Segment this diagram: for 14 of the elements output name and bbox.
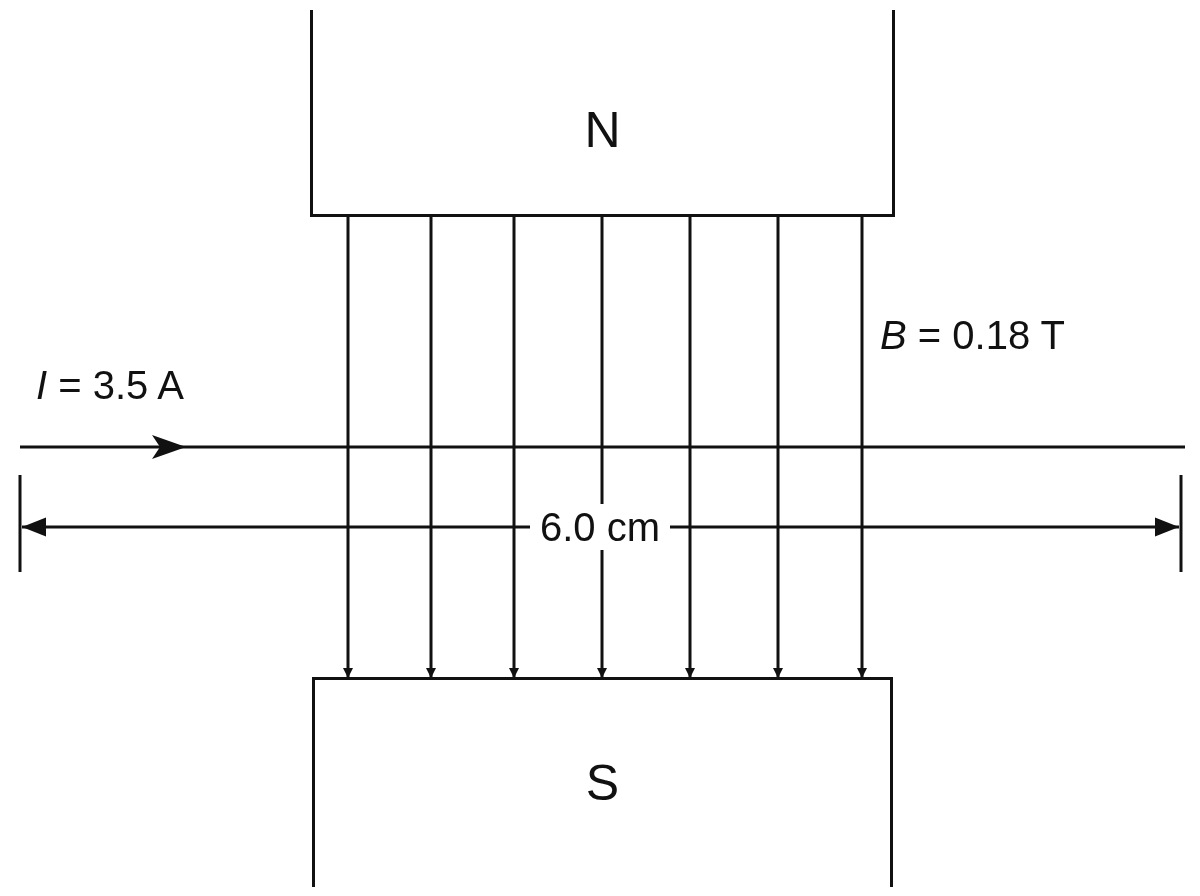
pole-label: N [583,102,622,158]
field-line-arrow [509,215,519,678]
quantity-label: I = 3.5 A [36,362,184,408]
field-line-arrow [597,215,607,678]
dimension-label: 6.0 cm [530,504,671,550]
magnet-pole [312,677,893,887]
field-line-arrow [857,215,867,678]
field-line-arrow [426,215,436,678]
quantity-label: B = 0.18 T [880,312,1065,358]
field-line-arrow [685,215,695,678]
pole-label: S [584,755,621,811]
field-line-arrow [773,215,783,678]
magnet-pole [310,10,895,217]
field-line-arrow [343,215,353,678]
